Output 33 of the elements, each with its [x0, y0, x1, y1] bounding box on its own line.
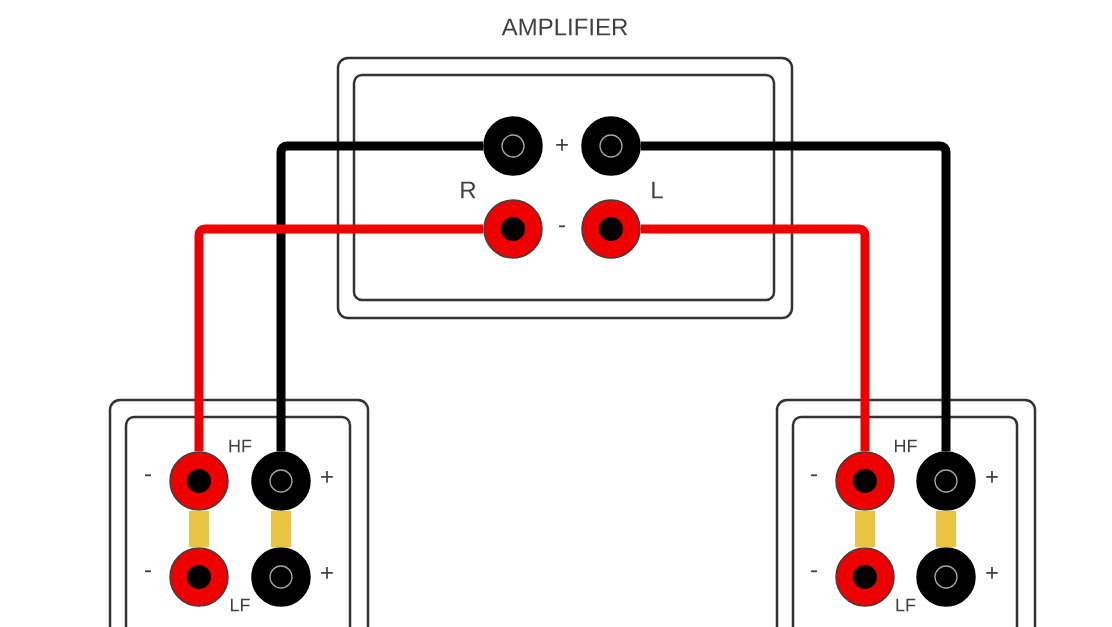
terminal [835, 547, 895, 607]
terminal [916, 547, 976, 607]
jumper-bar [936, 510, 956, 548]
terminal-label: - [559, 225, 565, 228]
terminal-label: - [145, 474, 151, 477]
terminal [169, 451, 229, 511]
terminal-label: + [556, 139, 568, 151]
terminal [581, 116, 641, 176]
terminal-label: + [321, 567, 333, 579]
jumper-bar [855, 510, 875, 548]
speaker-wire [276, 141, 484, 452]
terminal [581, 199, 641, 259]
terminal-label: - [145, 570, 151, 573]
terminal [251, 451, 311, 511]
terminal-label: L [652, 181, 663, 199]
terminal-label: - [811, 570, 817, 573]
jumper-bar [271, 510, 291, 548]
terminal-label: R [461, 181, 476, 199]
terminal-label: + [986, 567, 998, 579]
terminal [483, 199, 543, 259]
terminal-label: + [321, 471, 333, 483]
speaker-wire [640, 224, 870, 452]
speaker-wire [640, 141, 951, 452]
terminal [916, 451, 976, 511]
node-label: AMPLIFIER [501, 18, 628, 36]
terminal [251, 547, 311, 607]
jumper-bar [189, 510, 209, 548]
terminal [483, 116, 543, 176]
terminal [835, 451, 895, 511]
speaker-wire [194, 224, 484, 452]
terminal [169, 547, 229, 607]
terminal-label: + [986, 471, 998, 483]
terminal-label: - [811, 474, 817, 477]
